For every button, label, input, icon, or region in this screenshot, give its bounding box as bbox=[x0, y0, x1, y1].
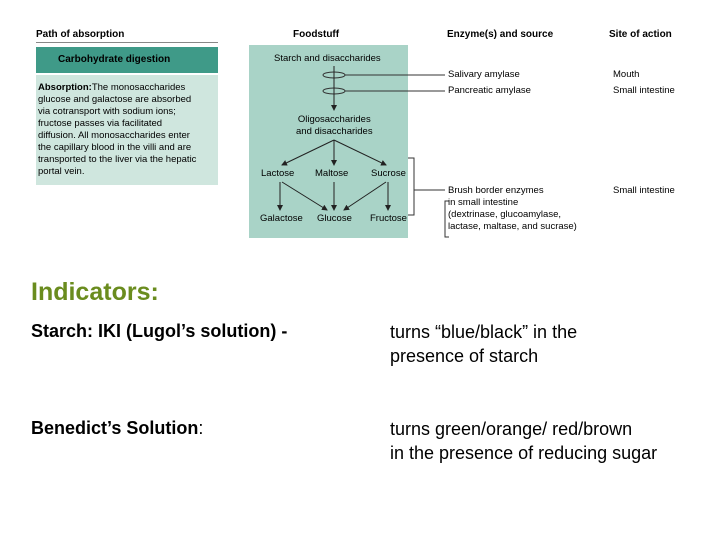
absorption-panel bbox=[36, 75, 218, 185]
absorption-line: the capillary blood in the villi and are bbox=[38, 142, 192, 153]
header-enzymes: Enzyme(s) and source bbox=[447, 29, 554, 40]
benedict-name: Benedict’s Solution bbox=[31, 418, 199, 438]
site-mouth-label: Mouth bbox=[613, 69, 640, 80]
lactose-label: Lactose bbox=[261, 168, 295, 179]
header-path: Path of absorption bbox=[36, 29, 125, 40]
absorption-line: diffusion. All monosaccharides enter bbox=[38, 130, 190, 141]
benedict-indicator-description: turns green/orange/ red/brown in the pre… bbox=[390, 417, 710, 465]
salivary-amylase-label: Salivary amylase bbox=[448, 69, 520, 80]
header-divider bbox=[36, 42, 218, 43]
sucrose-to-glucose-arrow bbox=[343, 181, 387, 211]
benedict-desc-line: in the presence of reducing sugar bbox=[390, 443, 658, 463]
starch-indicator-description: turns “blue/black” in the presence of st… bbox=[390, 320, 710, 368]
header-site: Site of action bbox=[609, 29, 672, 40]
header-foodstuff: Foodstuff bbox=[293, 29, 340, 40]
absorption-text: Absorption:The monosaccharides glucose a… bbox=[38, 82, 218, 178]
brush-border-bracket bbox=[408, 157, 415, 216]
absorption-label: Absorption: bbox=[38, 82, 92, 93]
brush-line: lactase, maltase, and sucrase) bbox=[448, 221, 577, 232]
absorption-line: fructose passes via facilitated bbox=[38, 118, 163, 129]
glucose-label: Glucose bbox=[317, 213, 352, 224]
brush-border-enzymes-label: Brush border enzymes in small intestine … bbox=[448, 185, 577, 233]
benedict-colon: : bbox=[198, 418, 204, 438]
oligo-to-sucrose-arrow bbox=[333, 139, 387, 166]
oligo-to-lactose-arrow bbox=[281, 139, 335, 166]
starch-indicator-label: Starch: IKI (Lugol’s solution) - bbox=[31, 321, 288, 341]
site-small-intestine-brush-label: Small intestine bbox=[613, 185, 675, 196]
site-small-intestine-label: Small intestine bbox=[613, 85, 675, 96]
absorption-line: via cotransport with sodium ions; bbox=[38, 106, 176, 117]
brush-line: Brush border enzymes bbox=[448, 185, 544, 196]
fructose-label: Fructose bbox=[370, 213, 407, 224]
oligo-line-2: and disaccharides bbox=[296, 126, 373, 137]
oligosaccharides-label: Oligosaccharides and disaccharides bbox=[296, 114, 373, 138]
absorption-line: transported to the liver via the hepatic bbox=[38, 154, 197, 165]
benedict-indicator-label: Benedict’s Solution: bbox=[31, 418, 203, 439]
absorption-line: glucose and galactose are absorbed bbox=[38, 94, 192, 105]
absorption-line: portal vein. bbox=[38, 166, 85, 177]
indicators-heading: Indicators: bbox=[31, 278, 159, 306]
lactose-to-glucose-arrow bbox=[281, 181, 328, 211]
maltose-label: Maltose bbox=[315, 168, 349, 179]
oligo-line-1: Oligosaccharides bbox=[297, 114, 371, 125]
enzyme-detail-bracket bbox=[444, 200, 449, 238]
digestion-flow-diagram bbox=[277, 66, 449, 238]
carbohydrate-digestion-label: Carbohydrate digestion bbox=[58, 54, 171, 65]
pancreatic-amylase-label: Pancreatic amylase bbox=[448, 85, 531, 96]
carbohydrate-digestion-box: Carbohydrate digestion bbox=[36, 47, 218, 73]
starch-disaccharides-label: Starch and disaccharides bbox=[274, 53, 381, 64]
sucrose-label: Sucrose bbox=[371, 168, 406, 179]
benedict-desc-line: turns green/orange/ red/brown bbox=[390, 419, 633, 439]
starch-desc-line: turns “blue/black” in the bbox=[390, 322, 578, 342]
galactose-label: Galactose bbox=[260, 213, 303, 224]
absorption-line: The monosaccharides bbox=[91, 82, 186, 93]
brush-line: in small intestine bbox=[448, 197, 519, 208]
starch-desc-line: presence of starch bbox=[390, 346, 539, 366]
brush-line: (dextrinase, glucoamylase, bbox=[448, 209, 561, 220]
